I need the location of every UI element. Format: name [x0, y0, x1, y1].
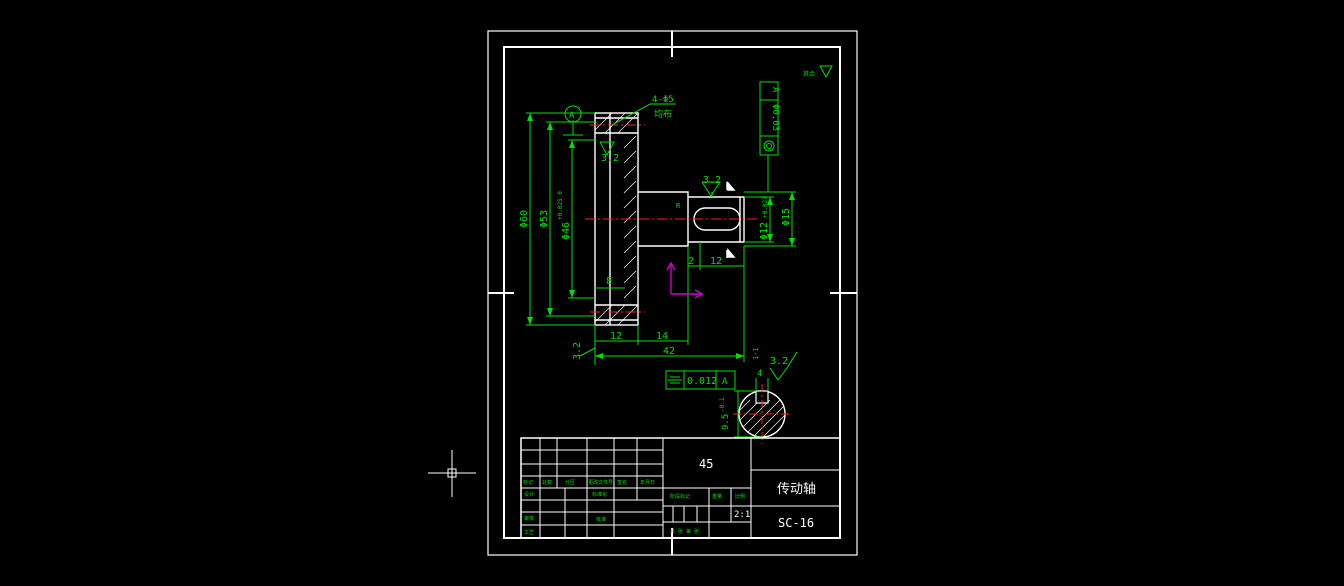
title-part-name: 传动轴	[777, 482, 816, 497]
centerlines	[585, 124, 760, 313]
label-count: 处数	[542, 479, 552, 486]
label-mark: 标记	[523, 479, 533, 486]
label-sheet: 共 张 第 张	[670, 528, 699, 535]
roughness-3: 3.2	[572, 342, 583, 360]
dim-w42: 42	[663, 346, 675, 357]
label-approve: 批准	[596, 516, 606, 523]
roughness-1: 3.2	[601, 153, 619, 164]
label-zone: 分区	[565, 479, 575, 486]
dim-w14: 14	[656, 331, 668, 342]
label-design: 设计	[524, 491, 534, 498]
label-stage: 阶段标记	[670, 493, 690, 500]
label-ratio: 比例	[735, 493, 745, 500]
dimension-arrows	[527, 113, 795, 359]
centering-marks	[488, 31, 857, 555]
gtol-perp-ref: A	[770, 87, 780, 93]
dim-key12: 12	[710, 256, 722, 267]
dim-d60: Φ60	[519, 210, 530, 228]
section-label: 1-1	[752, 347, 760, 360]
ucs-icon	[666, 261, 704, 299]
section-markers	[726, 180, 736, 258]
dim-sec95-tol: -0.1	[719, 397, 726, 412]
gtol-sym-frame	[665, 370, 736, 390]
dim-d12: Φ12	[759, 222, 770, 240]
label-change: 更改文件号	[588, 479, 613, 486]
roughness-general-label: 其余	[803, 70, 815, 78]
dim-sec4: 4	[757, 369, 762, 379]
label-process: 工艺	[524, 530, 534, 536]
gtol-perp-frame	[759, 81, 779, 156]
dim-d46: Φ46	[561, 222, 572, 240]
gtol-perp-value: Φ0.03	[770, 104, 780, 131]
roughness-2: 3.2	[703, 175, 721, 186]
label-review: 审核	[524, 515, 534, 522]
dim-w12: 12	[610, 331, 622, 342]
dim-holes: 4-Φ5	[652, 95, 674, 105]
title-material: 45	[699, 457, 713, 471]
dim-w8: 8	[606, 276, 612, 287]
label-weight: 重量	[712, 493, 722, 500]
title-block	[520, 437, 841, 539]
label-date: 年月日	[640, 479, 655, 486]
dim-small-r: R	[676, 202, 681, 210]
title-block-labels: 标记 处数 分区 更改文件号 签名 年月日 设计 审核 工艺 标准化 批准 阶段…	[523, 479, 745, 536]
dim-sec95: 9.5	[721, 414, 731, 430]
dim-holes-note: 均布	[654, 108, 672, 120]
roughness-4: 3.2	[770, 356, 788, 367]
dim-d12-tol: +0.027	[762, 196, 769, 218]
crosshair-cursor	[428, 450, 476, 497]
gtol-sym-value: 0.012	[687, 376, 717, 387]
gtol-sym-ref: A	[722, 377, 728, 387]
dim-key2: 2	[688, 256, 694, 267]
title-scale: 2:1	[734, 510, 750, 520]
label-std: 标准化	[592, 491, 607, 498]
section-view	[733, 378, 791, 444]
title-drawing-no: SC-16	[778, 516, 814, 530]
dimension-lines	[526, 103, 796, 362]
datum-label: A	[569, 111, 575, 121]
dim-d46-tol: +0.025 0	[557, 191, 564, 220]
label-sign: 签名	[617, 479, 627, 486]
datum-circle	[564, 105, 582, 123]
dim-d15: Φ15	[781, 208, 792, 226]
roughness-symbols	[579, 65, 833, 381]
flange-hatch	[594, 112, 639, 326]
dim-d53: Φ53	[539, 210, 550, 228]
